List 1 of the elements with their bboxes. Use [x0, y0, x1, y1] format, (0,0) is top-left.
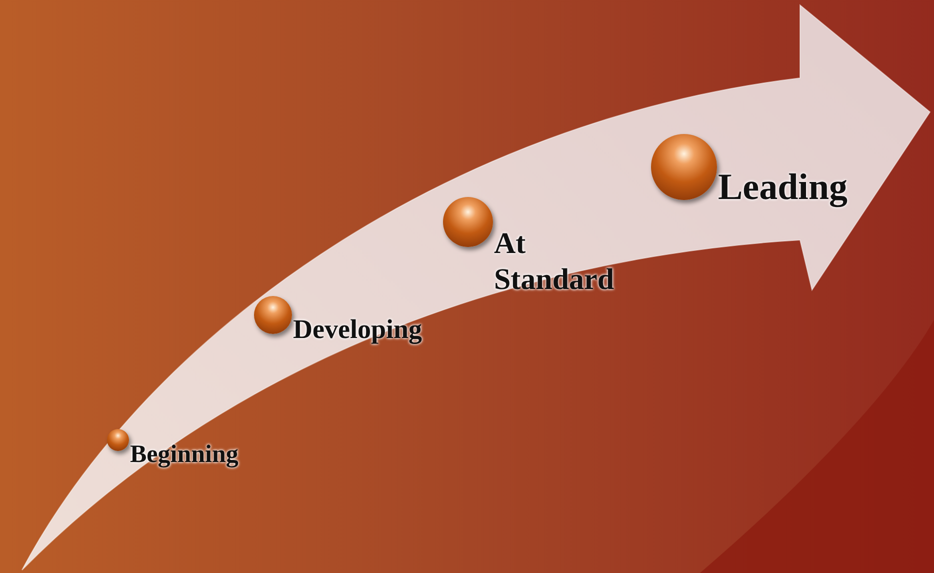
stage-label: Leading [718, 166, 848, 210]
